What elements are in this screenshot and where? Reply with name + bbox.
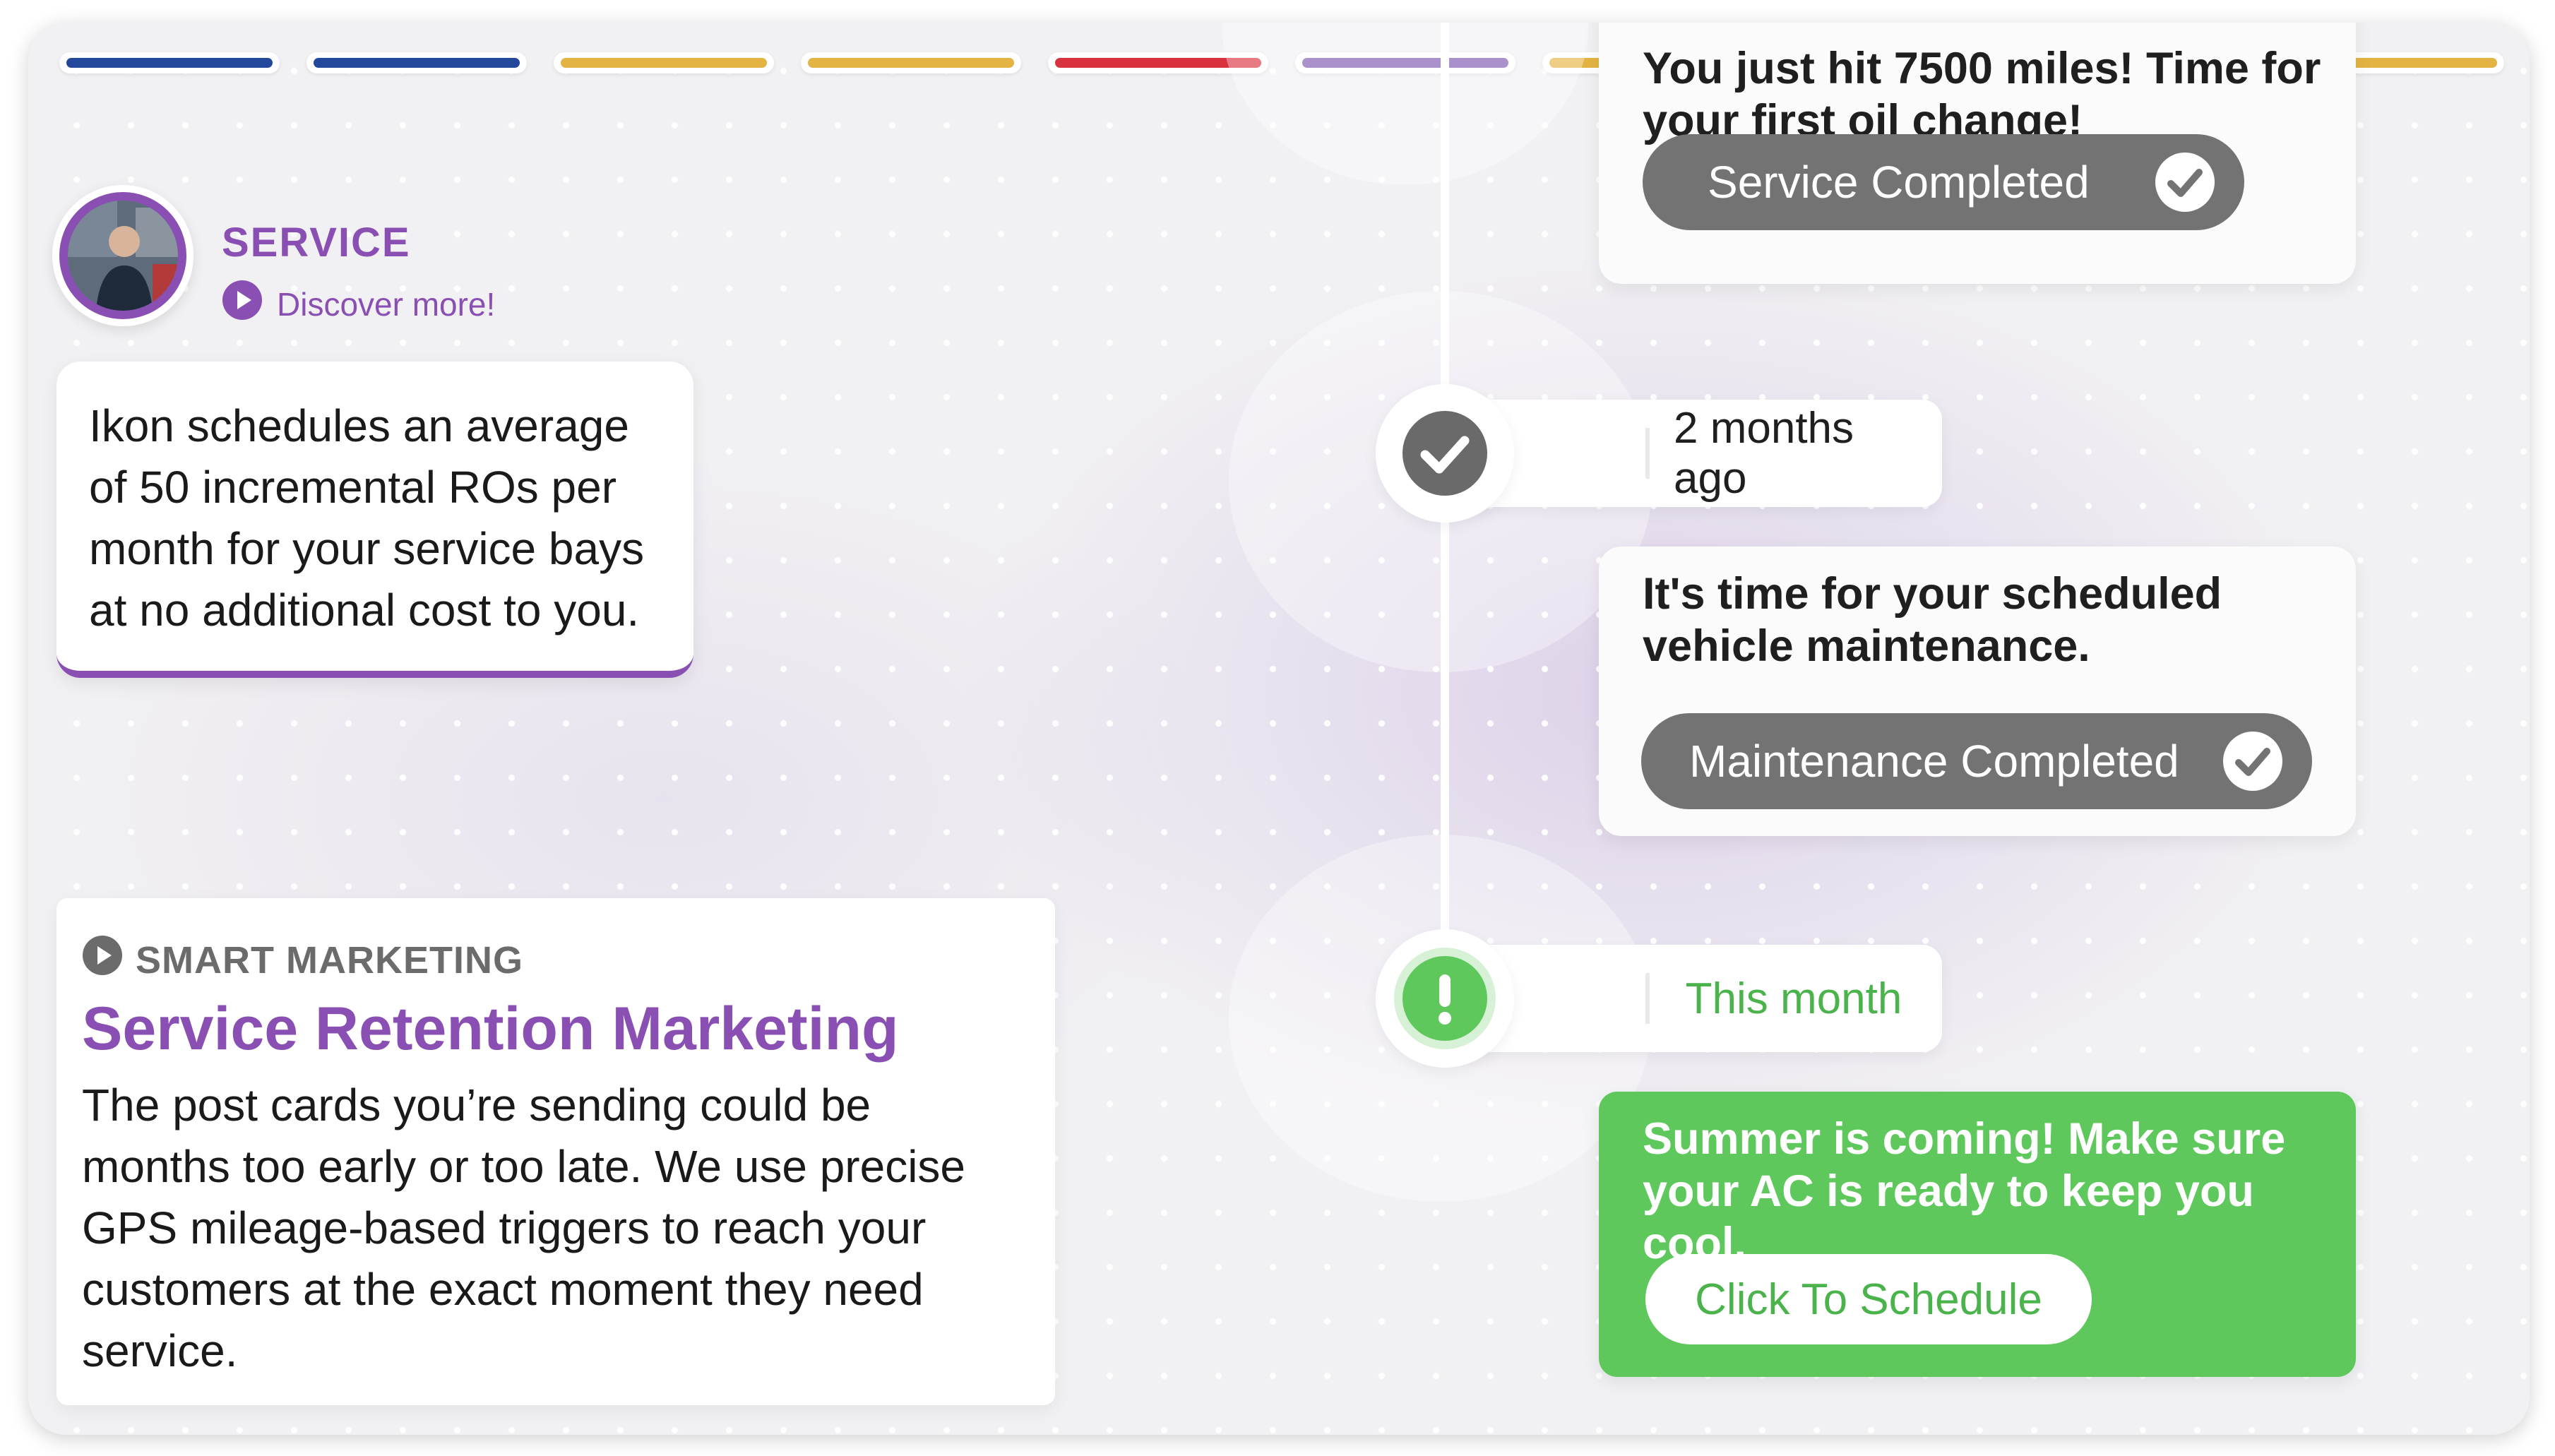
progress-segment[interactable] [1048, 52, 1268, 73]
pill-divider [1645, 428, 1650, 479]
play-icon [222, 280, 263, 328]
play-icon[interactable] [82, 935, 123, 985]
progress-fill [808, 58, 1014, 68]
timeline-node-complete [1376, 384, 1514, 523]
check-icon [1402, 411, 1487, 496]
service-stat-card: Ikon schedules an average of 50 incremen… [56, 362, 693, 678]
oil-change-card: You just hit 7500 miles! Time for your f… [1599, 23, 2356, 284]
click-to-schedule-button[interactable]: Click To Schedule [1645, 1254, 2092, 1344]
pill-divider [1645, 973, 1650, 1024]
maintenance-completed-button[interactable]: Maintenance Completed [1641, 713, 2312, 809]
timeline-node-alert [1376, 929, 1514, 1068]
progress-segment[interactable] [1295, 52, 1515, 73]
progress-segment[interactable] [59, 52, 280, 73]
avatar [52, 185, 193, 326]
ac-reminder-card: Summer is coming! Make sure your AC is r… [1599, 1092, 2356, 1377]
service-stat-text: Ikon schedules an average of 50 incremen… [89, 400, 645, 635]
checkmark-circle-icon [2154, 151, 2216, 224]
retention-title: Service Retention Marketing [82, 995, 899, 1063]
progress-segment[interactable] [801, 52, 1021, 73]
progress-fill [561, 58, 767, 68]
service-completed-label: Service Completed [1708, 157, 2090, 208]
alert-icon [1402, 956, 1487, 1041]
ac-reminder-message: Summer is coming! Make sure your AC is r… [1643, 1114, 2286, 1268]
time-label: 2 months ago [1674, 404, 1854, 503]
retention-body: The post cards you’re sending could be m… [82, 1080, 965, 1376]
time-pill-this-month: This month [1434, 945, 1942, 1052]
progress-fill [1055, 58, 1261, 68]
promo-panel: You just hit 7500 miles! Time for your f… [28, 23, 2530, 1435]
retention-marketing-card: SMART MARKETING Service Retention Market… [56, 898, 1055, 1405]
progress-fill [314, 58, 520, 68]
avatar-photo [59, 192, 186, 319]
section-label: SERVICE [222, 220, 411, 265]
time-pill-2-months: 2 months ago [1434, 400, 1942, 507]
service-completed-button[interactable]: Service Completed [1643, 134, 2244, 230]
maintenance-completed-label: Maintenance Completed [1689, 736, 2179, 787]
progress-segment[interactable] [306, 52, 527, 73]
maintenance-card: It's time for your scheduled vehicle mai… [1599, 547, 2356, 836]
maintenance-message: It's time for your scheduled vehicle mai… [1643, 569, 2222, 671]
progress-fill [66, 58, 273, 68]
eyebrow-label: SMART MARKETING [136, 938, 523, 981]
smart-marketing-eyebrow: SMART MARKETING [82, 935, 523, 985]
progress-segment[interactable] [554, 52, 774, 73]
discover-more-label: Discover more! [277, 285, 496, 323]
time-label: This month [1685, 974, 1902, 1023]
oil-change-message: You just hit 7500 miles! Time for your f… [1643, 44, 2321, 145]
progress-fill [1302, 58, 1508, 68]
discover-more-link[interactable]: Discover more! [222, 280, 495, 328]
checkmark-circle-icon [2222, 730, 2284, 803]
